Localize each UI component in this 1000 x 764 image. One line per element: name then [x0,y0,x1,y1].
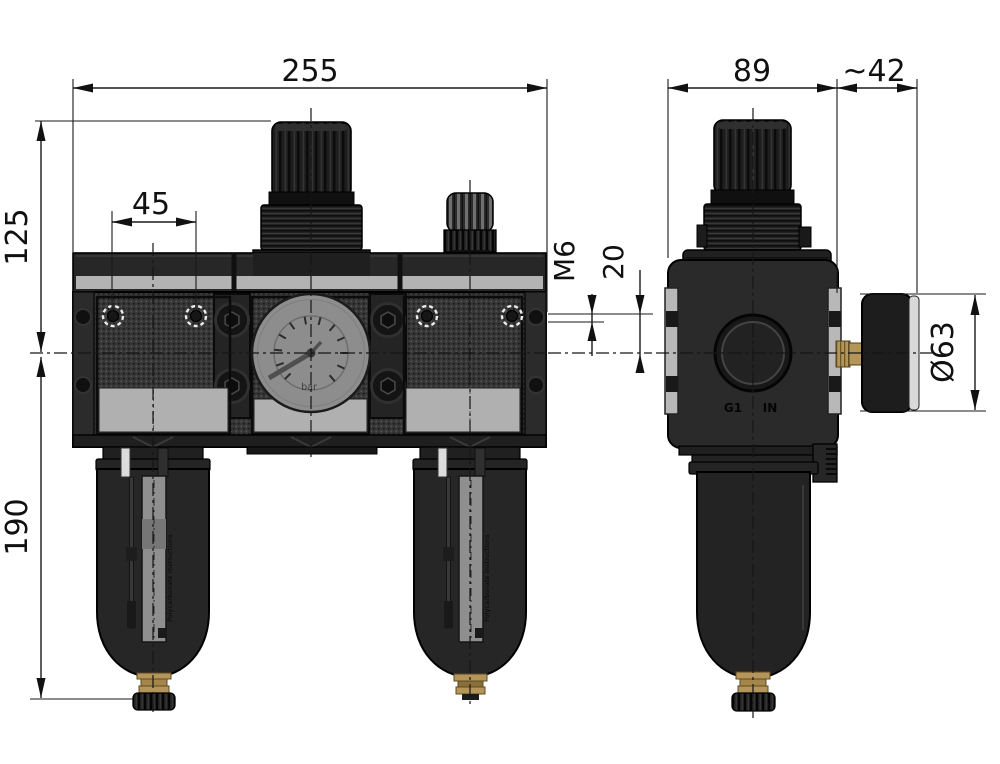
arrowhead [36,332,46,352]
dimension-45: 45 [111,187,197,316]
arrowhead [970,295,980,315]
float-block [126,547,137,561]
end-cap-screw [527,376,545,394]
port-size-label: G1 [724,401,742,415]
knob-side-tab [696,224,708,248]
dimension-42: ~42 [837,54,918,293]
bowl-marking-left: Polycarbonate Instructions [167,534,174,622]
knob-side-tab [798,226,812,248]
dim-45-label: 45 [132,187,170,222]
dimension-125: 125 [0,120,271,352]
arrowhead [897,83,917,93]
gauge-unit-label: bar [301,382,317,393]
mounting-hole [106,309,120,323]
hex-socket [380,377,396,395]
bowl-indicator-strip [120,447,131,478]
arrowhead [73,83,93,93]
gauge-stem-thread [835,340,851,368]
filter-drain-valve [132,672,176,711]
gauge-needle [267,350,313,381]
dim-125-label: 125 [0,208,35,265]
latch-serrations [826,448,837,475]
sight-tube-top [474,447,486,478]
arrowhead [36,357,46,377]
dimension-190: 190 [0,357,133,700]
arrowhead [817,83,837,93]
dim-m6-label: M6 [548,240,581,282]
arrowhead [587,295,597,314]
filter-panel-frame [95,295,232,436]
dimension-63: Ø63 [860,293,986,412]
mounting-hole-ring [415,304,439,328]
drain-brass-mid [140,678,168,687]
hex-socket [380,311,396,329]
arrowhead [527,83,547,93]
mounting-hole [505,309,519,323]
bowl-indicator-strip [437,447,448,478]
end-cap-screw [527,308,545,326]
arrowhead [36,678,46,698]
lubricator-panel-frame [402,295,524,436]
sight-tube-top [157,447,169,478]
end-cap-screw [74,308,92,326]
arrowhead [112,217,132,227]
float-block [444,601,453,628]
drain-brass-flange [136,672,172,680]
arrowhead [635,295,645,314]
filter-panel-lower [98,387,229,433]
rail-block [829,311,841,327]
arrowhead [176,217,196,227]
arrowhead [587,322,597,341]
arrowhead [970,390,980,410]
arrowhead [36,121,46,141]
bowl-marking-right: Polycarbonate Instructions [484,534,491,622]
lubricator-panel-lower [405,387,521,433]
dim-255-label: 255 [281,54,338,89]
dimension-89: 89 [667,54,838,293]
dim-42-label: ~42 [842,54,905,89]
gauge-stem-collar [848,342,864,366]
dimension-20: 20 [597,244,645,373]
rail-block [829,376,841,392]
port-direction-label: IN [763,401,778,415]
end-cap-screw [74,376,92,394]
arrowhead [837,83,857,93]
hex-socket [224,311,240,329]
rail-block [666,311,678,327]
module-connector-right [369,293,407,419]
dim-20-label: 20 [597,244,630,280]
mounting-hole-ring [500,304,524,328]
dimension-255: 255 [72,54,548,312]
window-bottom-clip [475,628,483,638]
arrowhead [668,83,688,93]
dim-63-label: Ø63 [926,321,961,383]
arrowhead [635,354,645,373]
rail-block [666,376,678,392]
drain-knob [132,692,176,711]
window-bottom-clip [158,628,166,638]
top-light-strip [76,276,543,289]
mounting-rail-left [664,287,679,415]
module-seam-right [397,253,403,292]
drain-brass-lower [138,685,170,694]
front-body: bar [72,291,547,455]
front-top-band [72,252,547,293]
dimension-m6: M6 [548,240,653,356]
centerlines [30,108,932,718]
module-seam-left [231,253,237,292]
mounting-hole-ring [101,304,125,328]
mounting-hole-ring [184,304,208,328]
dim-190-label: 190 [0,498,35,555]
float-block [443,547,454,561]
float-block [127,601,136,628]
center-bottom-plate [246,446,378,455]
mounting-hole [420,309,434,323]
dim-89-label: 89 [733,54,771,89]
